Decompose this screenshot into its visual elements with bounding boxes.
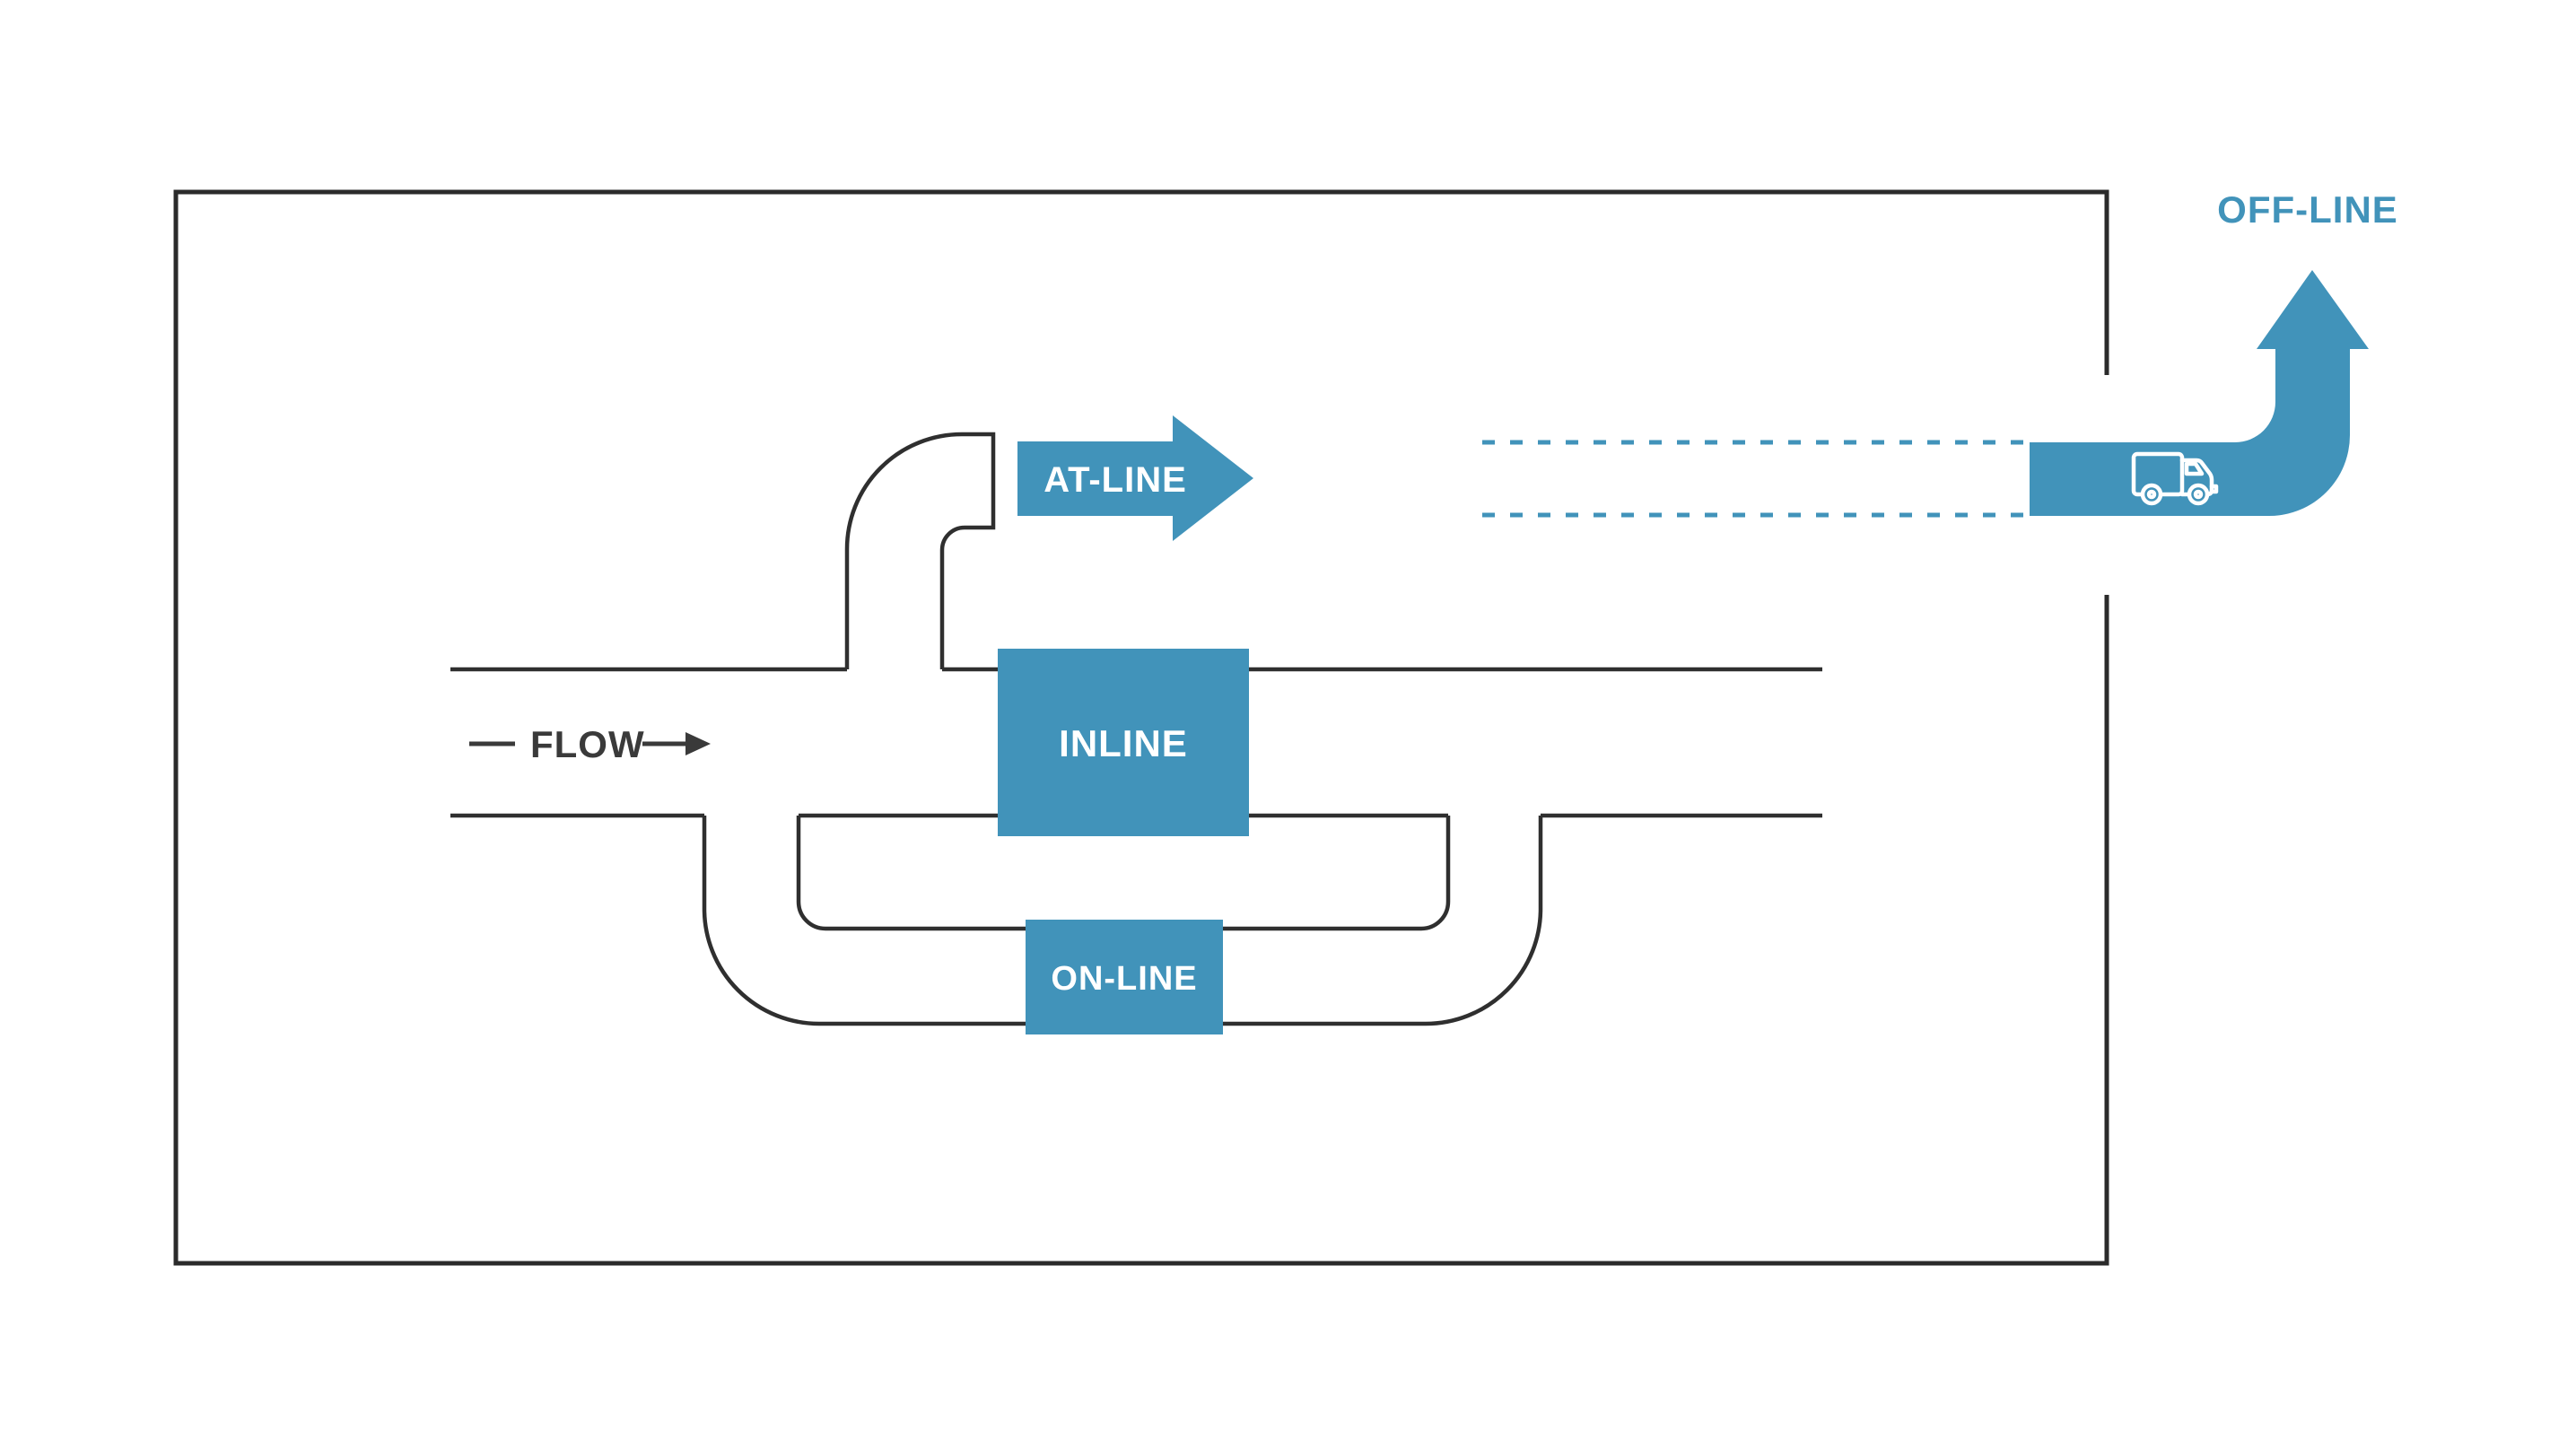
- flow-arrow-icon: [642, 732, 711, 755]
- off-line-arrow-shape: [2030, 270, 2369, 516]
- off-line-arrow-icon: [2030, 270, 2369, 516]
- inline-label: INLINE: [1059, 722, 1188, 764]
- process-boundary-rectangle: [173, 189, 2109, 1266]
- main-pipe-walls: [450, 667, 1822, 818]
- inline-box: [998, 649, 1249, 836]
- off-line-label: OFF-LINE: [2217, 188, 2398, 231]
- at-line-arrow-shape: [1017, 415, 1253, 541]
- online-analyzer-block: ON-LINE: [1026, 920, 1223, 1034]
- online-box: [1026, 920, 1223, 1034]
- truck-icon: [2131, 451, 2219, 506]
- flow-direction-annotation: FLOW: [469, 723, 711, 765]
- inline-analyzer-block: INLINE: [998, 649, 1249, 836]
- flow-label: FLOW: [530, 723, 645, 765]
- at-line-sample-tap-pipe: [844, 432, 996, 669]
- at-line-label: AT-LINE: [1043, 460, 1187, 500]
- online-label: ON-LINE: [1051, 960, 1197, 998]
- at-line-arrow-icon: AT-LINE: [1017, 415, 1253, 541]
